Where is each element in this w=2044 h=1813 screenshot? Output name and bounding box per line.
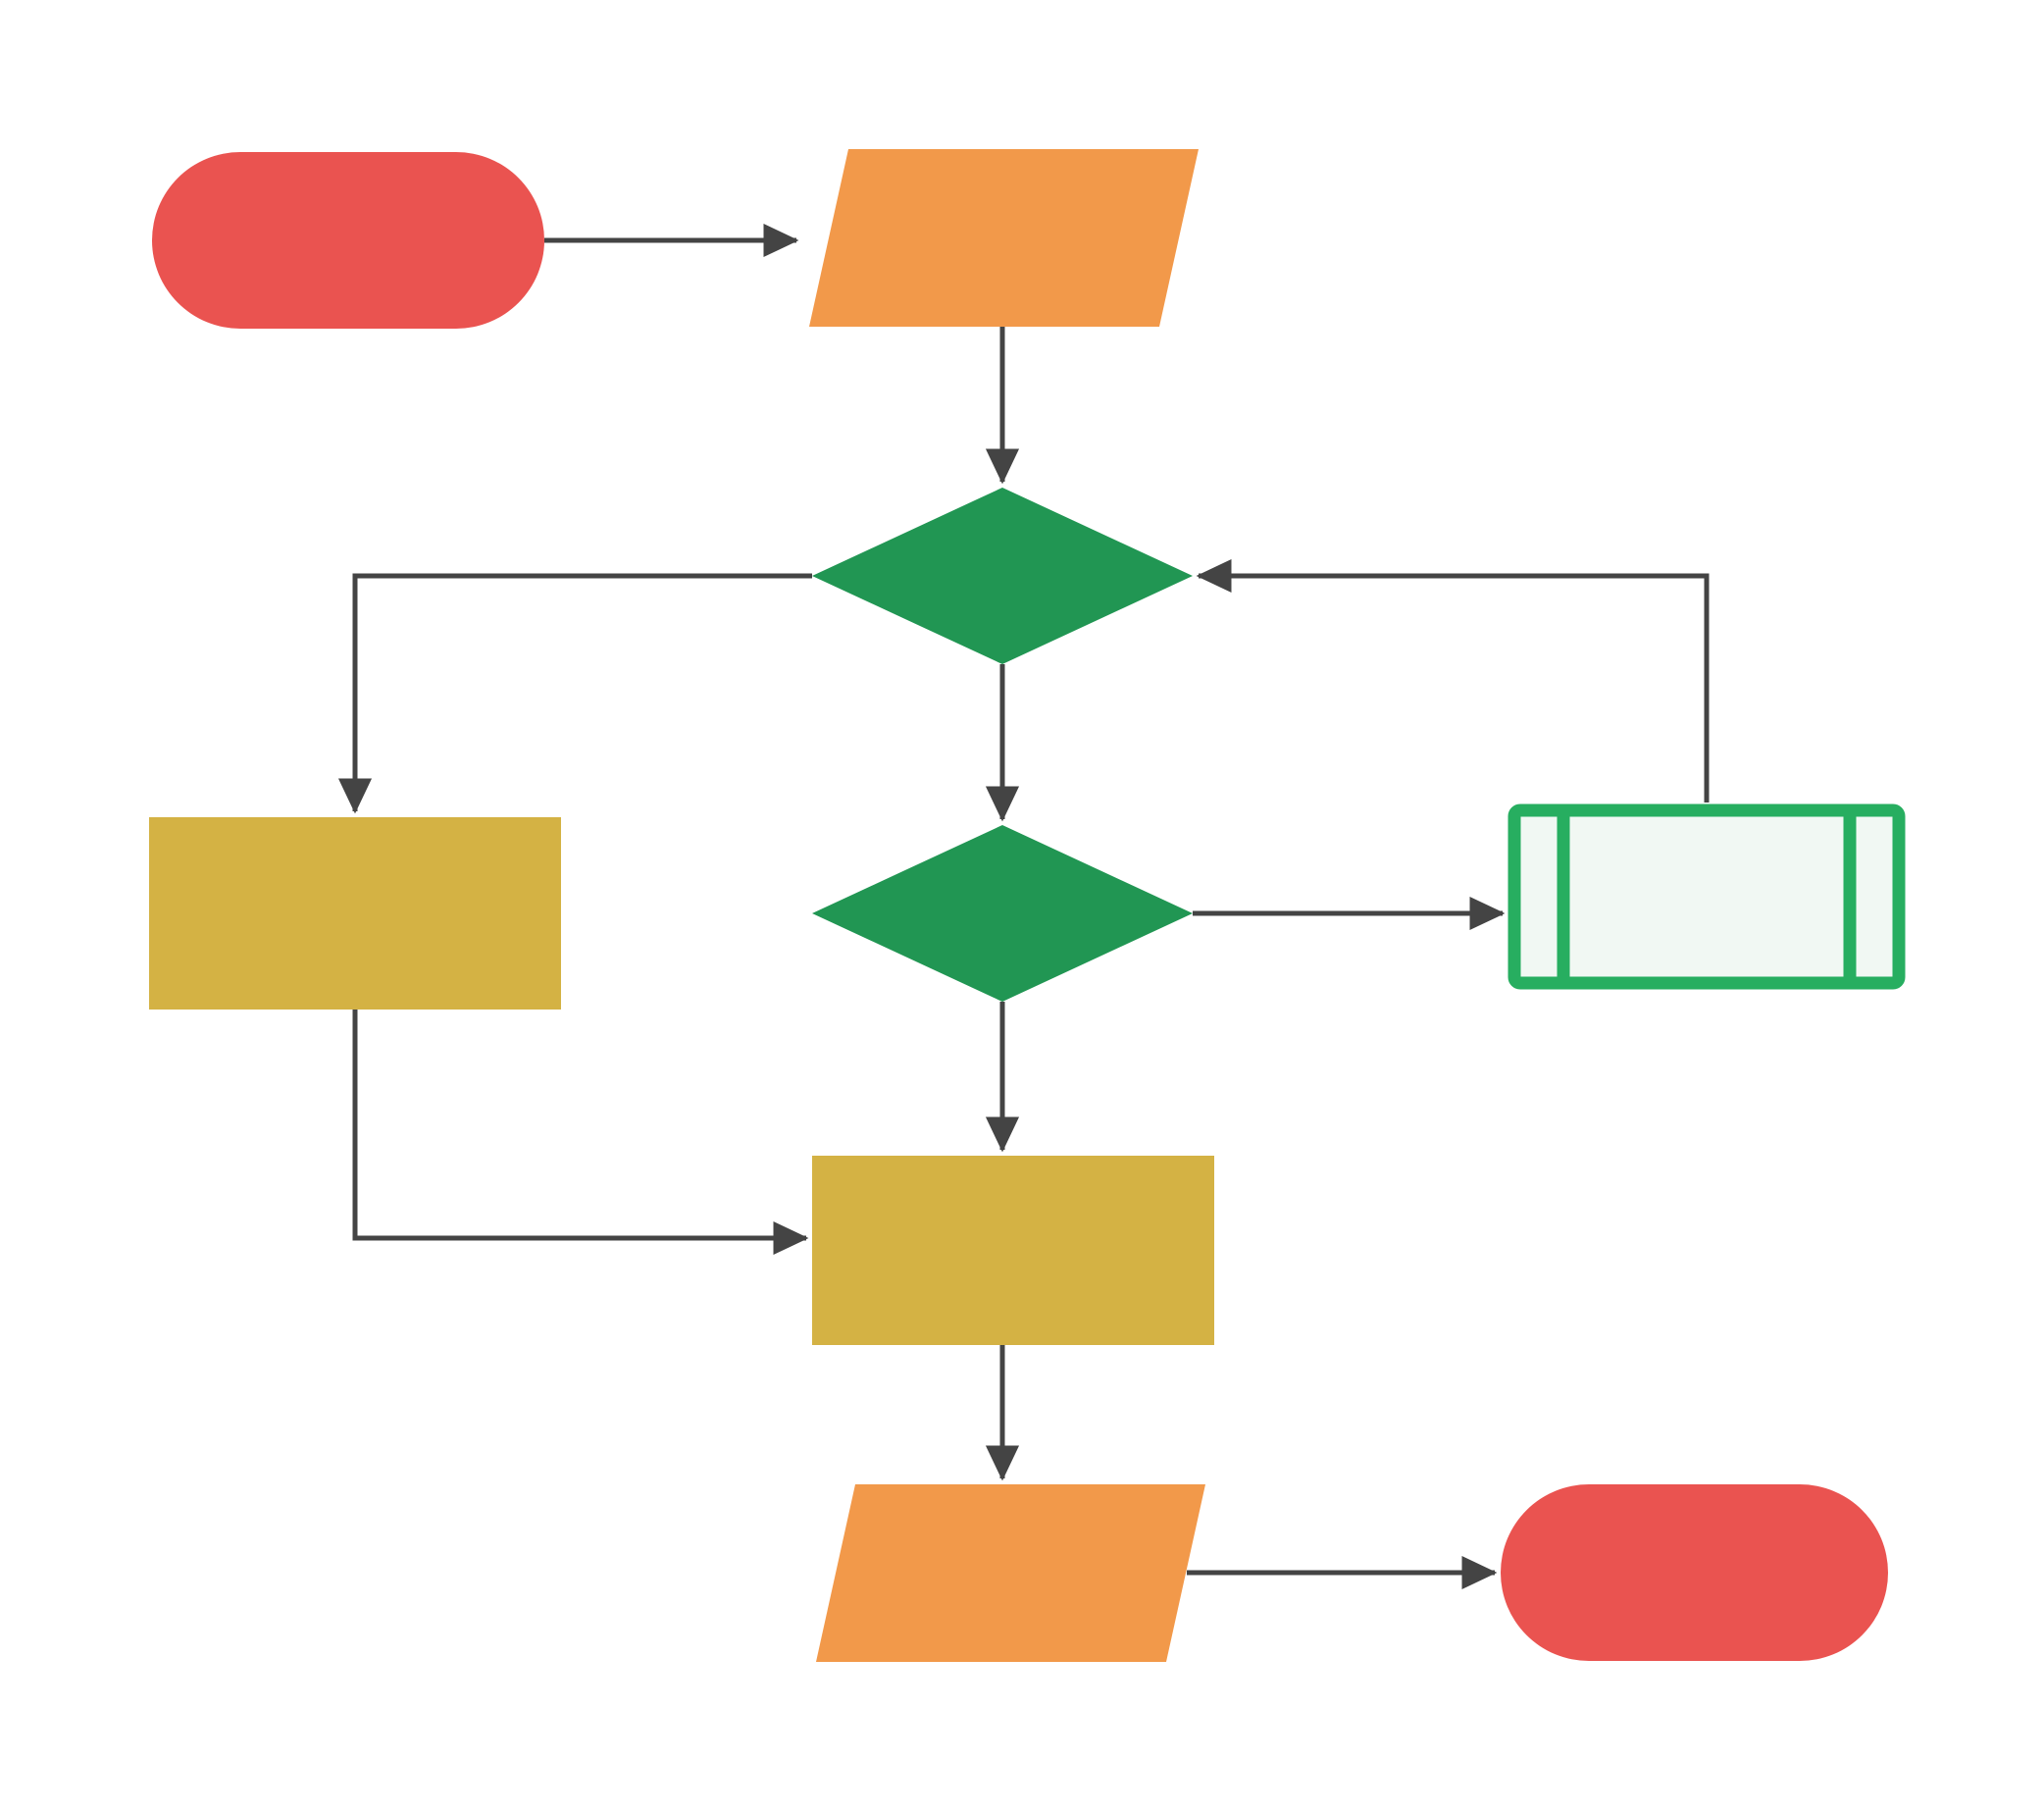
start-terminator-shape[interactable] bbox=[152, 152, 544, 329]
subroutine-outer-shape[interactable] bbox=[1507, 803, 1906, 990]
edge-process-left-to-process-center bbox=[352, 1010, 809, 1256]
edge-decision-1-to-process-left bbox=[337, 573, 812, 814]
input-parallelogram-shape[interactable] bbox=[809, 149, 1199, 327]
output-parallelogram-shape[interactable] bbox=[816, 1484, 1205, 1662]
decision-2-diamond-shape[interactable] bbox=[812, 825, 1193, 1002]
node-end[interactable] bbox=[1501, 1484, 1888, 1661]
node-subroutine[interactable] bbox=[1507, 803, 1906, 990]
decision-1-diamond-shape[interactable] bbox=[812, 488, 1193, 664]
node-input[interactable] bbox=[809, 149, 1199, 327]
node-process-left[interactable] bbox=[149, 817, 561, 1010]
process-left-shape[interactable] bbox=[149, 817, 561, 1010]
node-decision-1[interactable] bbox=[812, 488, 1193, 664]
node-layer bbox=[149, 149, 1906, 1662]
edge-layer bbox=[337, 223, 1710, 1590]
node-decision-2[interactable] bbox=[812, 825, 1193, 1002]
process-center-shape[interactable] bbox=[812, 1156, 1214, 1345]
node-start[interactable] bbox=[152, 152, 544, 329]
edge-subroutine-to-decision-1 bbox=[1196, 558, 1710, 803]
node-process-center[interactable] bbox=[812, 1156, 1214, 1345]
node-output[interactable] bbox=[816, 1484, 1205, 1662]
end-terminator-shape[interactable] bbox=[1501, 1484, 1888, 1661]
